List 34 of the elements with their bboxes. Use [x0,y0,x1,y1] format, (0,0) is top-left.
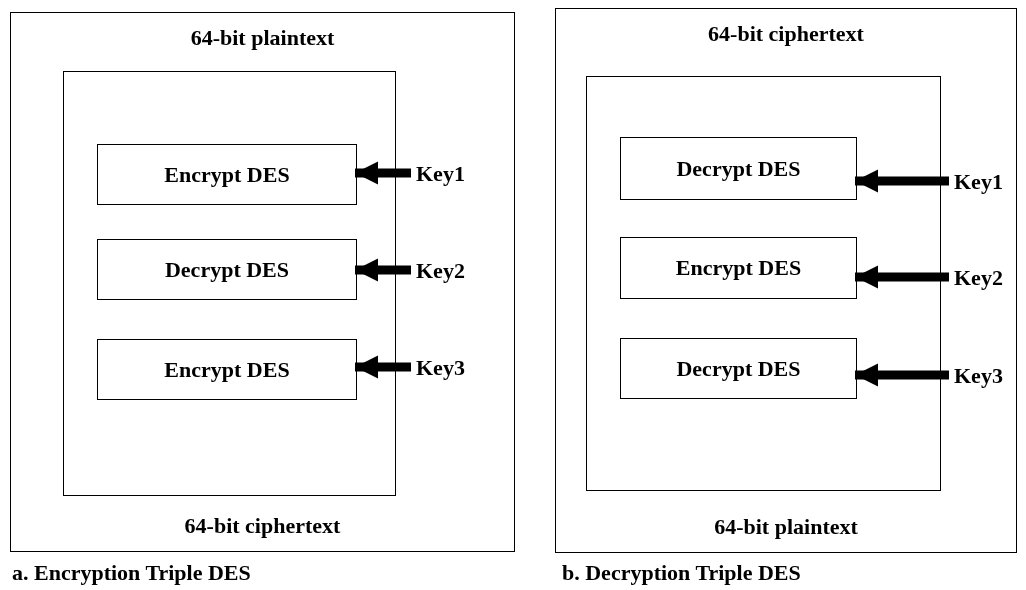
process-box [97,339,357,400]
key-label: Key3 [416,355,465,381]
box-label: Decrypt DES [676,155,801,182]
heading-text: 64-bit plaintext [189,25,336,51]
footer-text: 64-bit ciphertext [183,513,342,539]
arrow [355,161,411,185]
process-box [620,137,857,200]
box-label: Encrypt DES [675,255,802,281]
arrow [355,355,411,379]
process-box [620,237,857,299]
box-label: Encrypt DES [164,356,290,383]
inner-box [586,76,941,491]
process-box [97,144,357,205]
arrow [855,363,949,387]
box-label: Encrypt DES [164,161,290,188]
key-label: Key1 [416,161,465,187]
arrow [855,169,949,193]
arrow [355,258,411,282]
footer-text: 64-bit plaintext [713,514,859,540]
heading-text: 64-bit ciphertext [707,21,865,47]
key-label: Key1 [954,169,1003,195]
key-label: Key2 [954,265,1003,291]
process-box [620,338,857,399]
key-label: Key2 [416,258,465,284]
box-label: Decrypt DES [164,256,289,283]
caption: b. Decryption Triple DES [562,560,801,586]
panel-box [555,8,1017,553]
caption: a. Encryption Triple DES [12,560,251,586]
arrow [855,265,949,289]
box-label: Decrypt DES [676,355,801,382]
key-label: Key3 [954,363,1003,389]
panel-box [10,12,515,552]
process-box [97,239,357,300]
inner-box [63,71,396,496]
